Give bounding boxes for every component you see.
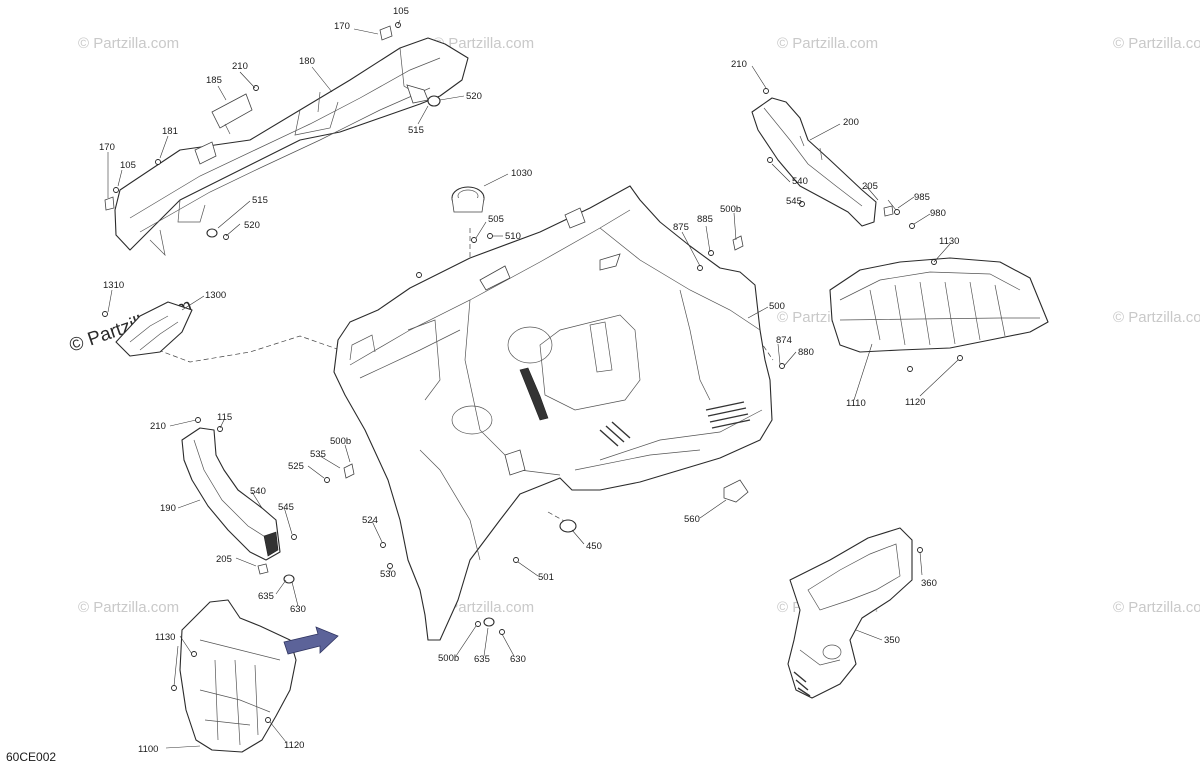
watermark: © Partzilla.com xyxy=(1113,35,1200,52)
callout-545: 545 xyxy=(786,196,802,207)
callout-210: 210 xyxy=(232,61,248,72)
side-panel-500 xyxy=(333,185,773,641)
callout-1120: 1120 xyxy=(905,397,925,408)
plug-450 xyxy=(559,519,577,533)
callout-360: 360 xyxy=(921,578,937,589)
callout-515: 515 xyxy=(252,195,268,206)
watermark: © Partzilla.com xyxy=(78,35,179,52)
callout-501: 501 xyxy=(538,572,554,583)
callout-500: 500 xyxy=(769,301,785,312)
watermark: © Partzilla.com xyxy=(777,35,878,52)
tray-1110 xyxy=(829,257,1049,353)
callout-530: 530 xyxy=(380,569,396,580)
callout-450: 450 xyxy=(586,541,602,552)
watermark: © Partzilla.com xyxy=(1113,599,1200,616)
callout-540: 540 xyxy=(792,176,808,187)
upper-rail-bracket xyxy=(114,37,469,257)
callout-635: 635 xyxy=(258,591,274,602)
callout-500b: 500b xyxy=(330,436,351,447)
callout-510: 510 xyxy=(505,231,521,242)
direction-arrow xyxy=(283,626,339,655)
watermark: © Partzilla.com xyxy=(78,599,179,616)
callout-545: 545 xyxy=(278,502,294,513)
callout-630: 630 xyxy=(290,604,306,615)
bracket-185 xyxy=(211,93,253,129)
leader-lines xyxy=(107,19,959,749)
callout-980: 980 xyxy=(930,208,946,219)
diagram-code: 60CE002 xyxy=(6,750,57,764)
callout-885: 885 xyxy=(697,214,713,225)
callout-210: 210 xyxy=(150,421,166,432)
grommet-1300 xyxy=(115,301,193,357)
callout-560: 560 xyxy=(684,514,700,525)
callout-874: 874 xyxy=(776,335,792,346)
callout-210: 210 xyxy=(731,59,747,70)
clip-560 xyxy=(723,479,749,503)
callout-1110: 1110 xyxy=(846,398,866,409)
tray-1100 xyxy=(179,599,297,753)
callout-180: 180 xyxy=(299,56,315,67)
callout-170: 170 xyxy=(99,142,115,153)
small-parts xyxy=(102,22,963,723)
callout-520: 520 xyxy=(244,220,260,231)
callout-1130: 1130 xyxy=(939,236,959,247)
callout-350: 350 xyxy=(884,635,900,646)
callout-1030: 1030 xyxy=(511,168,532,179)
callout-185: 185 xyxy=(206,75,222,86)
callout-105: 105 xyxy=(120,160,136,171)
callout-205: 205 xyxy=(862,181,878,192)
callout-520: 520 xyxy=(466,91,482,102)
callout-505: 505 xyxy=(488,214,504,225)
callout-1130: 1130 xyxy=(155,632,175,643)
callout-190: 190 xyxy=(160,503,176,514)
callout-985: 985 xyxy=(914,192,930,203)
callout-500b: 500b xyxy=(720,204,741,215)
callout-1120: 1120 xyxy=(284,740,304,751)
cap-1030 xyxy=(451,186,485,213)
callout-500b: 500b xyxy=(438,653,459,664)
bracket-200 xyxy=(751,97,877,227)
callout-535: 535 xyxy=(310,449,326,460)
callout-525: 525 xyxy=(288,461,304,472)
watermark: © Partzilla.com xyxy=(433,599,534,616)
callout-181: 181 xyxy=(162,126,178,137)
callout-524: 524 xyxy=(362,515,378,526)
callout-1100: 1100 xyxy=(138,744,158,755)
callout-200: 200 xyxy=(843,117,859,128)
watermark: © Partzilla.com xyxy=(433,35,534,52)
callout-105: 105 xyxy=(393,6,409,17)
callout-205: 205 xyxy=(216,554,232,565)
callout-170: 170 xyxy=(334,21,350,32)
panel-350 xyxy=(787,527,913,699)
callout-1310: 1310 xyxy=(103,280,124,291)
callout-1300: 1300 xyxy=(205,290,226,301)
bracket-190 xyxy=(181,427,281,561)
callout-labels: 105 170 210 185 180 520 515 181 170 105 … xyxy=(99,6,959,755)
callout-880: 880 xyxy=(798,347,814,358)
watermark: © Partzilla.com xyxy=(1113,309,1200,326)
callout-515: 515 xyxy=(408,125,424,136)
callout-540: 540 xyxy=(250,486,266,497)
callout-635: 635 xyxy=(474,654,490,665)
callout-115: 115 xyxy=(217,412,232,423)
callout-630: 630 xyxy=(510,654,526,665)
callout-875: 875 xyxy=(673,222,689,233)
